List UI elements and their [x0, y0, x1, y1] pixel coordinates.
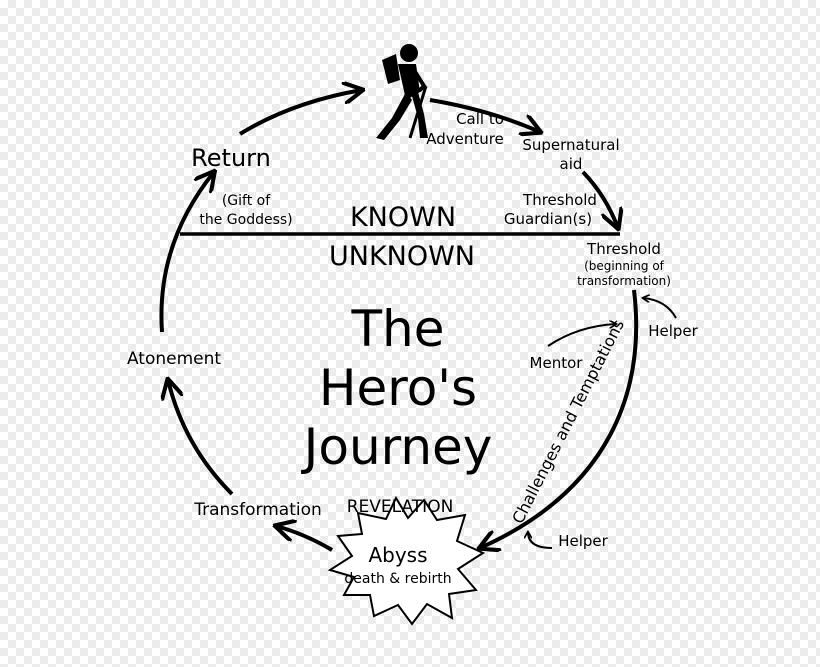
- arrow-transformation-to-atonement: [168, 380, 234, 496]
- mentor-label: Mentor: [530, 354, 584, 372]
- return-label: Return: [191, 144, 271, 172]
- diagram-title-line-3: Journey: [301, 418, 493, 476]
- abyss-label: Abyss: [368, 543, 427, 567]
- call-to-adventure-label-1: Call to: [456, 110, 504, 128]
- arrow-helper-upper: [643, 298, 677, 319]
- helper-lower-label: Helper: [558, 532, 608, 550]
- transformation-label: Transformation: [193, 500, 322, 520]
- arrow-abyss-to-transformation: [276, 526, 334, 552]
- supernatural-aid-label-1: Supernatural: [522, 136, 619, 154]
- threshold-note-1: (beginning of: [584, 259, 665, 273]
- return-note-2: the Goddess): [199, 212, 292, 228]
- arrow-mentor: [547, 324, 616, 347]
- arrow-helper-lower: [528, 532, 553, 549]
- call-to-adventure-label-2: Adventure: [426, 130, 504, 148]
- abyss-burst: [327, 495, 486, 626]
- supernatural-aid-label-2: aid: [560, 155, 583, 173]
- challenges-label: Challenges and Temptations: [508, 316, 628, 526]
- threshold-note-2: transformation): [577, 274, 671, 288]
- return-note-1: (Gift of: [222, 193, 271, 209]
- helper-upper-label: Helper: [648, 322, 698, 340]
- unknown-label: UNKNOWN: [329, 241, 475, 272]
- diagram-title-line-2: Hero's: [319, 359, 477, 417]
- arrow-aid-to-threshold: [581, 170, 618, 228]
- diagram-title-line-1: The: [351, 300, 445, 358]
- arrow-hero-to-call: [429, 98, 540, 132]
- arrow-atonement-to-return: [159, 172, 214, 333]
- threshold-label: Threshold: [586, 240, 661, 258]
- arrow-return-to-hero: [238, 90, 362, 136]
- threshold-guardians-label-2: Guardian(s): [504, 210, 592, 228]
- atonement-label: Atonement: [127, 349, 221, 369]
- threshold-guardians-label-1: Threshold: [522, 191, 597, 209]
- abyss-note: death & rebirth: [344, 571, 451, 587]
- arrow-challenges-to-abyss: [480, 289, 639, 548]
- known-label: KNOWN: [350, 202, 456, 233]
- revelation-label: REVELATION: [347, 497, 454, 517]
- hiker-icon: [376, 44, 428, 140]
